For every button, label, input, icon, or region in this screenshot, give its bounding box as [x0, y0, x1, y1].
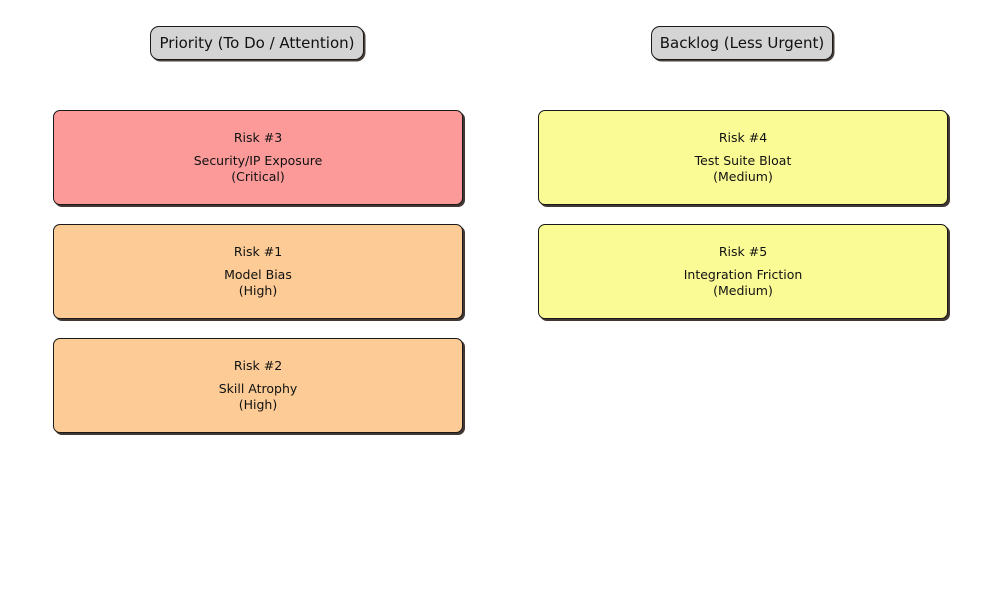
risk-card-description: Model Bias — [224, 267, 292, 283]
risk-card-title: Risk #5 — [718, 244, 768, 260]
risk-card[interactable]: Risk #1 Model Bias (High) — [53, 224, 463, 319]
risk-card-title: Risk #2 — [233, 358, 283, 374]
risk-card-severity: (Critical) — [231, 168, 285, 184]
risk-card[interactable]: Risk #5 Integration Friction (Medium) — [538, 224, 948, 319]
risk-card-description: Skill Atrophy — [218, 381, 298, 397]
risk-card-severity: (High) — [238, 282, 278, 298]
risk-card-description: Integration Friction — [683, 267, 803, 283]
risk-card-title: Risk #1 — [233, 244, 283, 260]
column-header-priority: Priority (To Do / Attention) — [150, 26, 364, 60]
column-header-backlog: Backlog (Less Urgent) — [651, 26, 833, 60]
risk-card-severity: (Medium) — [713, 282, 773, 298]
risk-card-severity: (Medium) — [713, 168, 773, 184]
column-priority: Risk #3 Security/IP Exposure (Critical) … — [53, 110, 463, 433]
risk-card[interactable]: Risk #4 Test Suite Bloat (Medium) — [538, 110, 948, 205]
risk-card[interactable]: Risk #2 Skill Atrophy (High) — [53, 338, 463, 433]
risk-card[interactable]: Risk #3 Security/IP Exposure (Critical) — [53, 110, 463, 205]
column-backlog: Risk #4 Test Suite Bloat (Medium) Risk #… — [538, 110, 948, 319]
risk-card-description: Security/IP Exposure — [193, 153, 323, 169]
risk-card-title: Risk #4 — [718, 130, 768, 146]
risk-card-description: Test Suite Bloat — [694, 153, 792, 169]
risk-card-severity: (High) — [238, 396, 278, 412]
column-header-backlog-label: Backlog (Less Urgent) — [659, 33, 825, 52]
risk-card-title: Risk #3 — [233, 130, 283, 146]
column-header-priority-label: Priority (To Do / Attention) — [159, 33, 355, 52]
